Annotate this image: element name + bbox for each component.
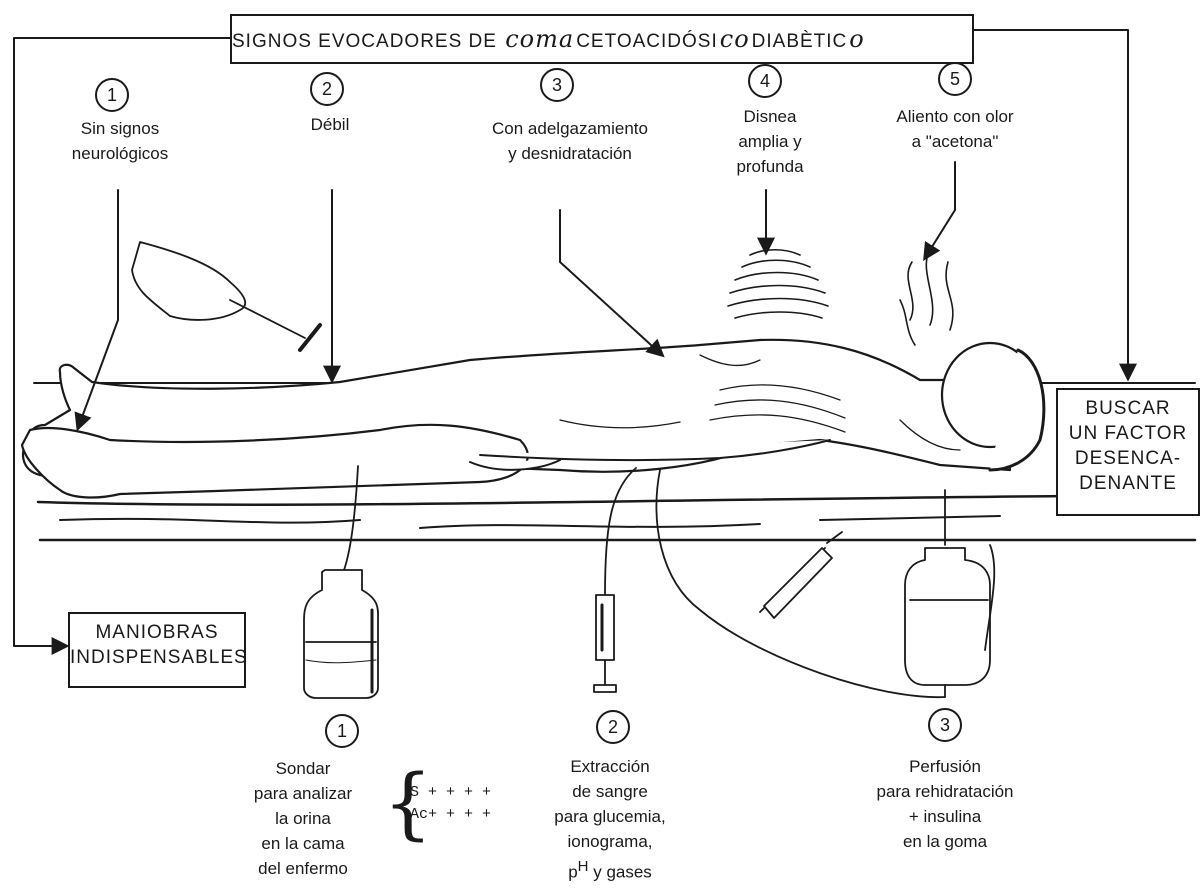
urine-result-s: S + + + + <box>410 782 491 804</box>
title-text-post: DIABÈTIC <box>752 19 848 65</box>
maniobras-line: MANIOBRAS <box>70 620 244 645</box>
maneuver3-line: + insulina <box>840 804 1050 829</box>
maneuver1-line: del enfermo <box>228 856 378 881</box>
maneuver3-line: para rehidratación <box>840 779 1050 804</box>
sign5-pointer <box>925 162 955 258</box>
maneuver3-number: 3 <box>928 708 962 742</box>
sign2-line: Débil <box>280 112 380 137</box>
maneuver1-number: 1 <box>325 714 359 748</box>
maneuver2-line: ionograma, <box>520 829 700 854</box>
ph-gases: y gases <box>589 863 652 882</box>
sign4-line: Disnea <box>710 104 830 129</box>
sign2-label: Débil <box>280 112 380 137</box>
maneuver2-ph-line: pH y gases <box>520 854 700 885</box>
buscar-line: DENANTE <box>1058 471 1198 496</box>
sign3-label: Con adelgazamiento y desnidratación <box>450 116 690 166</box>
title-handwritten-co: co <box>720 16 750 62</box>
ph-h: H <box>578 858 589 875</box>
connector-to-buscar <box>970 30 1128 378</box>
dyspnea-waves <box>728 250 828 318</box>
buscar-line: UN FACTOR <box>1058 421 1198 446</box>
sign1-line: neurológicos <box>40 141 200 166</box>
ph-p: p <box>568 863 577 882</box>
maniobras-line: INDISPENSABLES <box>70 645 244 670</box>
maneuver1-line: la orina <box>228 806 378 831</box>
iv-drip <box>656 470 994 697</box>
maneuver3-line: Perfusión <box>840 754 1050 779</box>
title-handwritten-o: o <box>849 16 864 62</box>
title-text-mid: CETOACIDÓSI <box>576 19 718 65</box>
patient-body <box>22 340 1044 498</box>
maneuver1-line: en la cama <box>228 831 378 856</box>
reflex-hammer <box>132 242 320 350</box>
sign5-number: 5 <box>938 62 972 96</box>
sign4-label: Disnea amplia y profunda <box>710 104 830 179</box>
maneuver2-line: Extracción <box>520 754 700 779</box>
buscar-factor-box: BUSCAR UN FACTOR DESENCA- DENANTE <box>1056 388 1200 516</box>
maneuver1-label: Sondar para analizar la orina en la cama… <box>228 756 378 881</box>
sign3-line: y desnidratación <box>450 141 690 166</box>
sign1-number: 1 <box>95 78 129 112</box>
breath-odor <box>900 250 953 345</box>
maneuver1-line: para analizar <box>228 781 378 806</box>
sign3-pointer <box>560 210 662 355</box>
sign1-line: Sin signos <box>40 116 200 141</box>
maniobras-box: MANIOBRAS INDISPENSABLES <box>68 612 246 688</box>
title-text-pre: SIGNOS EVOCADORES DE <box>232 19 497 65</box>
buscar-line: DESENCA- <box>1058 446 1198 471</box>
urine-result-ac: Ac+ + + + <box>410 804 491 826</box>
maneuver1-line: Sondar <box>228 756 378 781</box>
sign5-label: Aliento con olor a "acetona" <box>860 104 1050 154</box>
sign2-number: 2 <box>310 72 344 106</box>
urine-bottle <box>304 466 378 698</box>
maneuver3-line: en la goma <box>840 829 1050 854</box>
maneuver2-label: Extracción de sangre para glucemia, iono… <box>520 754 700 885</box>
sign5-line: a "acetona" <box>860 129 1050 154</box>
sign3-line: Con adelgazamiento <box>450 116 690 141</box>
sign4-line: profunda <box>710 154 830 179</box>
maneuver2-line: de sangre <box>520 779 700 804</box>
sign3-number: 3 <box>540 68 574 102</box>
sign4-number: 4 <box>748 64 782 98</box>
sign1-label: Sin signos neurológicos <box>40 116 200 166</box>
title-handwritten-coma: coma <box>505 16 574 62</box>
maneuver2-number: 2 <box>596 710 630 744</box>
maneuver2-line: para glucemia, <box>520 804 700 829</box>
sign5-line: Aliento con olor <box>860 104 1050 129</box>
sign4-line: amplia y <box>710 129 830 154</box>
maneuver3-label: Perfusión para rehidratación + insulina … <box>840 754 1050 854</box>
buscar-line: BUSCAR <box>1058 396 1198 421</box>
urine-results: S + + + + Ac+ + + + <box>410 782 491 826</box>
